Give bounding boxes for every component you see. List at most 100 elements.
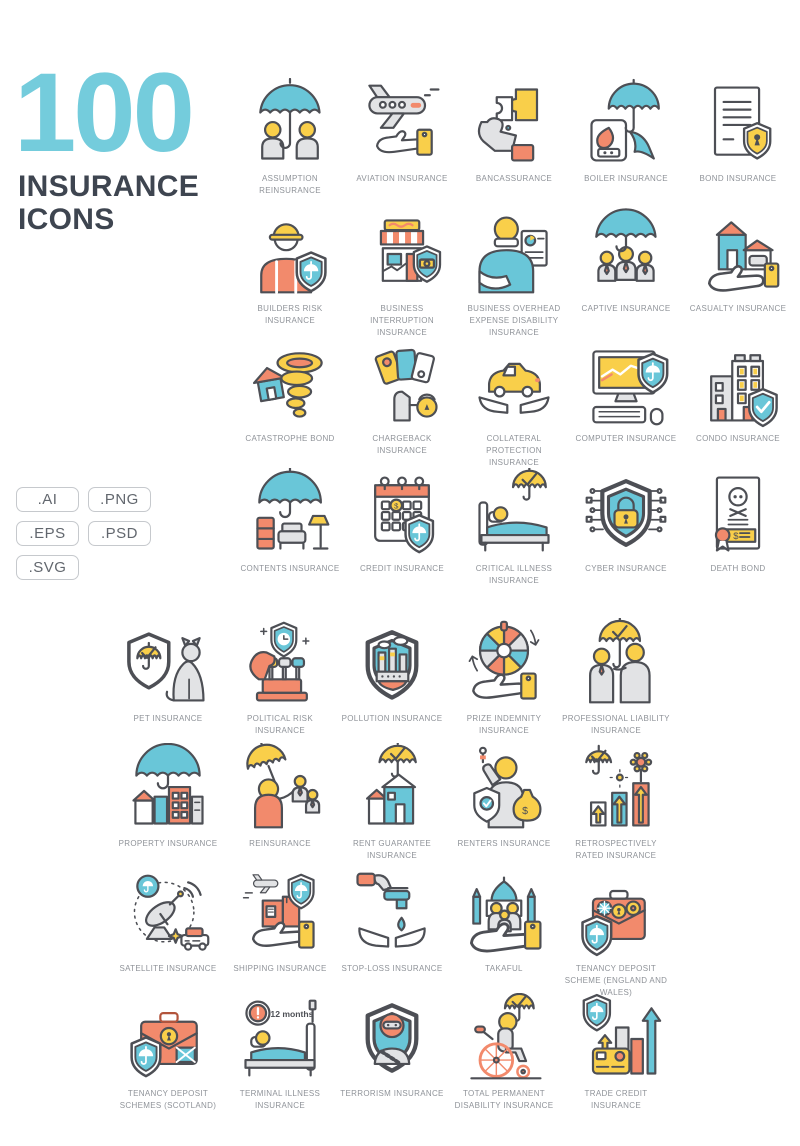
icon-label: POLITICAL RISK INSURANCE	[247, 714, 313, 735]
icon-label: BUILDERS RISK INSURANCE	[257, 304, 323, 325]
pack-title: INSURANCE ICONS	[18, 170, 199, 236]
chargeback-insurance-icon	[356, 338, 448, 430]
format-badge-svg: .SVG	[16, 555, 79, 580]
tenancy-deposit-scheme-england-wales-icon	[570, 868, 662, 960]
icon-tile: BUSINESS OVERHEAD EXPENSE DISABILITY INS…	[458, 208, 570, 338]
icon-label: BOILER INSURANCE	[584, 174, 668, 183]
icon-tile: CASUALTY INSURANCE	[682, 208, 794, 338]
icon-tile: COMPUTER INSURANCE	[570, 338, 682, 468]
icon-tile: POLITICAL RISK INSURANCE	[224, 618, 336, 743]
icon-label: AVIATION INSURANCE	[356, 174, 448, 183]
file-format-badges: .AI.PNG.EPS.PSD.SVG	[16, 487, 158, 580]
icon-tile: BUSINESS INTERRUPTION INSURANCE	[346, 208, 458, 338]
icon-label: CHARGEBACK INSURANCE	[372, 434, 432, 455]
satellite-insurance-icon	[122, 868, 214, 960]
icon-label: TERRORISM INSURANCE	[340, 1089, 444, 1098]
reinsurance-icon	[234, 743, 326, 835]
icon-tile: TENANCY DEPOSIT SCHEMES (SCOTLAND)	[112, 993, 224, 1118]
icon-tile: CYBER INSURANCE	[570, 468, 682, 598]
cyber-insurance-icon	[580, 468, 672, 560]
retrospectively-rated-insurance-icon	[570, 743, 662, 835]
format-badge-psd: .PSD	[88, 521, 151, 546]
shipping-insurance-icon	[234, 868, 326, 960]
icon-tile: CRITICAL ILLNESS INSURANCE	[458, 468, 570, 598]
icon-label: PRIZE INDEMNITY INSURANCE	[466, 714, 542, 735]
critical-illness-insurance-icon	[468, 468, 560, 560]
tenancy-deposit-schemes-scotland-icon	[122, 993, 214, 1085]
icon-tile: SATELLITE INSURANCE	[112, 868, 224, 993]
icon-tile: COLLATERAL PROTECTION INSURANCE	[458, 338, 570, 468]
format-badge-eps: .EPS	[16, 521, 79, 546]
icon-tile: TOTAL PERMANENT DISABILITY INSURANCE	[448, 993, 560, 1118]
renters-insurance-icon: $	[458, 743, 550, 835]
icon-tile: BOND INSURANCE	[682, 78, 794, 208]
aviation-insurance-icon	[356, 78, 448, 170]
icon-tile: PRIZE INDEMNITY INSURANCE	[448, 618, 560, 743]
svg-text:$: $	[522, 805, 528, 817]
icon-tile: AVIATION INSURANCE	[346, 78, 458, 208]
boiler-insurance-icon	[580, 78, 672, 170]
icon-label: TENANCY DEPOSIT SCHEMES (SCOTLAND)	[119, 1089, 217, 1110]
trade-credit-insurance-icon	[570, 993, 662, 1085]
icon-tile: BUILDERS RISK INSURANCE	[234, 208, 346, 338]
icon-tile: PROPERTY INSURANCE	[112, 743, 224, 868]
icon-tile: CHARGEBACK INSURANCE	[346, 338, 458, 468]
business-interruption-insurance-icon	[356, 208, 448, 300]
icon-label: RENT GUARANTEE INSURANCE	[352, 839, 432, 860]
icon-tile: CATASTROPHE BOND	[234, 338, 346, 468]
icon-label: PROPERTY INSURANCE	[118, 839, 218, 848]
icon-label: PROFESSIONAL LIABILITY INSURANCE	[562, 714, 670, 735]
pack-count: 100	[14, 50, 195, 175]
icon-tile: TERRORISM INSURANCE	[336, 993, 448, 1118]
icon-label: RENTERS INSURANCE	[457, 839, 551, 848]
death-bond-icon: $	[692, 468, 784, 560]
contents-insurance-icon	[244, 468, 336, 560]
icon-tile: RENT GUARANTEE INSURANCE	[336, 743, 448, 868]
icon-tile: REINSURANCE	[224, 743, 336, 868]
condo-insurance-icon	[692, 338, 784, 430]
icon-label: CREDIT INSURANCE	[359, 564, 445, 573]
icon-label: CASUALTY INSURANCE	[689, 304, 787, 313]
icon-tile: BANCASSURANCE	[458, 78, 570, 208]
icon-grid-upper: ASSUMPTION REINSURANCE AVIATION INSURANCE…	[234, 78, 794, 598]
icon-tile: $ CREDIT INSURANCE	[346, 468, 458, 598]
icon-label: ASSUMPTION REINSURANCE	[259, 174, 321, 195]
stop-loss-insurance-icon	[346, 868, 438, 960]
collateral-protection-insurance-icon	[468, 338, 560, 430]
icon-label: TENANCY DEPOSIT SCHEME (ENGLAND AND WALE…	[564, 964, 668, 997]
svg-text:$: $	[394, 501, 399, 510]
icon-label: SHIPPING INSURANCE	[233, 964, 327, 973]
icon-tile: RETROSPECTIVELY RATED INSURANCE	[560, 743, 672, 868]
icon-label: POLLUTION INSURANCE	[341, 714, 443, 723]
icon-label: COMPUTER INSURANCE	[575, 434, 677, 443]
captive-insurance-icon	[580, 208, 672, 300]
pack-title-line2: ICONS	[18, 203, 115, 236]
icon-label: CATASTROPHE BOND	[245, 434, 335, 443]
icon-label: CONTENTS INSURANCE	[240, 564, 340, 573]
svg-text:12 months: 12 months	[270, 1009, 313, 1019]
icon-label: SATELLITE INSURANCE	[119, 964, 217, 973]
catastrophe-bond-icon	[244, 338, 336, 430]
icon-tile: ASSUMPTION REINSURANCE	[234, 78, 346, 208]
assumption-reinsurance-icon	[244, 78, 336, 170]
icon-tile: TAKAFUL	[448, 868, 560, 993]
business-overhead-expense-disability-insurance-icon	[468, 208, 560, 300]
icon-label: RETROSPECTIVELY RATED INSURANCE	[575, 839, 657, 860]
icon-tile: STOP-LOSS INSURANCE	[336, 868, 448, 993]
icon-tile: SHIPPING INSURANCE	[224, 868, 336, 993]
icon-tile: TENANCY DEPOSIT SCHEME (ENGLAND AND WALE…	[560, 868, 672, 997]
icon-tile: CONDO INSURANCE	[682, 338, 794, 468]
icon-label: BOND INSURANCE	[699, 174, 777, 183]
icon-label: STOP-LOSS INSURANCE	[341, 964, 443, 973]
rent-guarantee-insurance-icon	[346, 743, 438, 835]
icon-label: CYBER INSURANCE	[585, 564, 667, 573]
icon-tile: CAPTIVE INSURANCE	[570, 208, 682, 338]
icon-tile: PET INSURANCE	[112, 618, 224, 743]
icon-label: DEATH BOND	[710, 564, 766, 573]
icon-tile: POLLUTION INSURANCE	[336, 618, 448, 743]
icon-label: CRITICAL ILLNESS INSURANCE	[475, 564, 553, 585]
icon-grid-lower: PET INSURANCE POLITICAL RISK INSURANCE POL…	[112, 618, 672, 1118]
icon-label: REINSURANCE	[249, 839, 311, 848]
terrorism-insurance-icon	[346, 993, 438, 1085]
